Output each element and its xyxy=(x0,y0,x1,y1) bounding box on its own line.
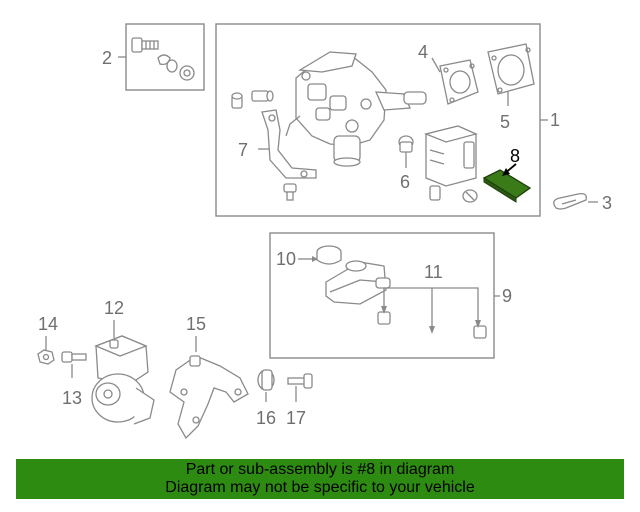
callout-17: 17 xyxy=(286,408,306,428)
callout-4: 4 xyxy=(418,42,428,62)
highlighted-part-8 xyxy=(482,169,532,203)
part-group-9: 9 10 11 xyxy=(269,232,512,359)
clip-part xyxy=(157,54,171,66)
callout-14: 14 xyxy=(38,314,58,334)
banner-line-1: Part or sub-assembly is #8 in diagram xyxy=(185,461,455,478)
fitting-parts xyxy=(231,90,274,109)
reservoir-cap-part-10 xyxy=(316,245,342,265)
callout-8: 8 xyxy=(510,146,520,166)
callout-12: 12 xyxy=(104,298,124,318)
bolt-part-17 xyxy=(287,373,313,389)
group-box-9 xyxy=(269,232,495,359)
gasket-part-5 xyxy=(487,43,535,95)
callout-11: 11 xyxy=(424,262,443,282)
hose-clip-part-3 xyxy=(553,192,587,210)
canister-part xyxy=(423,125,478,201)
bushing-part-16 xyxy=(257,369,275,391)
callout-2: 2 xyxy=(102,48,112,68)
reservoir-tank-part xyxy=(325,260,391,305)
bolt-part-13 xyxy=(61,351,87,363)
callout-1: 1 xyxy=(550,110,560,130)
callout-3: 3 xyxy=(602,193,612,213)
screw-part xyxy=(283,183,297,201)
gasket-part-4 xyxy=(439,59,479,105)
part-group-1: 1 7 xyxy=(215,23,560,217)
brake-actuator-part xyxy=(285,51,427,167)
callout-5: 5 xyxy=(500,112,510,132)
callout-9: 9 xyxy=(502,286,512,306)
grommet-part-6 xyxy=(398,135,414,153)
nut-part-14 xyxy=(37,349,55,365)
bracket-part-7 xyxy=(261,109,317,179)
info-banner: Part or sub-assembly is #8 in diagram Di… xyxy=(16,459,624,499)
callout-15: 15 xyxy=(186,314,206,334)
pump-motor-part-12 xyxy=(91,335,155,425)
banner-line-2: Diagram may not be specific to your vehi… xyxy=(165,479,475,496)
callout-6: 6 xyxy=(400,172,410,192)
bolt-part xyxy=(131,37,159,53)
callout-7: 7 xyxy=(238,140,248,160)
hose-part-11 xyxy=(377,311,487,346)
bracket-part-15 xyxy=(169,355,249,440)
part-group-2: 2 xyxy=(102,23,205,91)
bolt-part-canister xyxy=(462,189,478,203)
washer-part xyxy=(179,65,195,81)
callout-16: 16 xyxy=(256,408,276,428)
callout-10: 10 xyxy=(276,249,296,269)
callout-13: 13 xyxy=(62,388,82,408)
